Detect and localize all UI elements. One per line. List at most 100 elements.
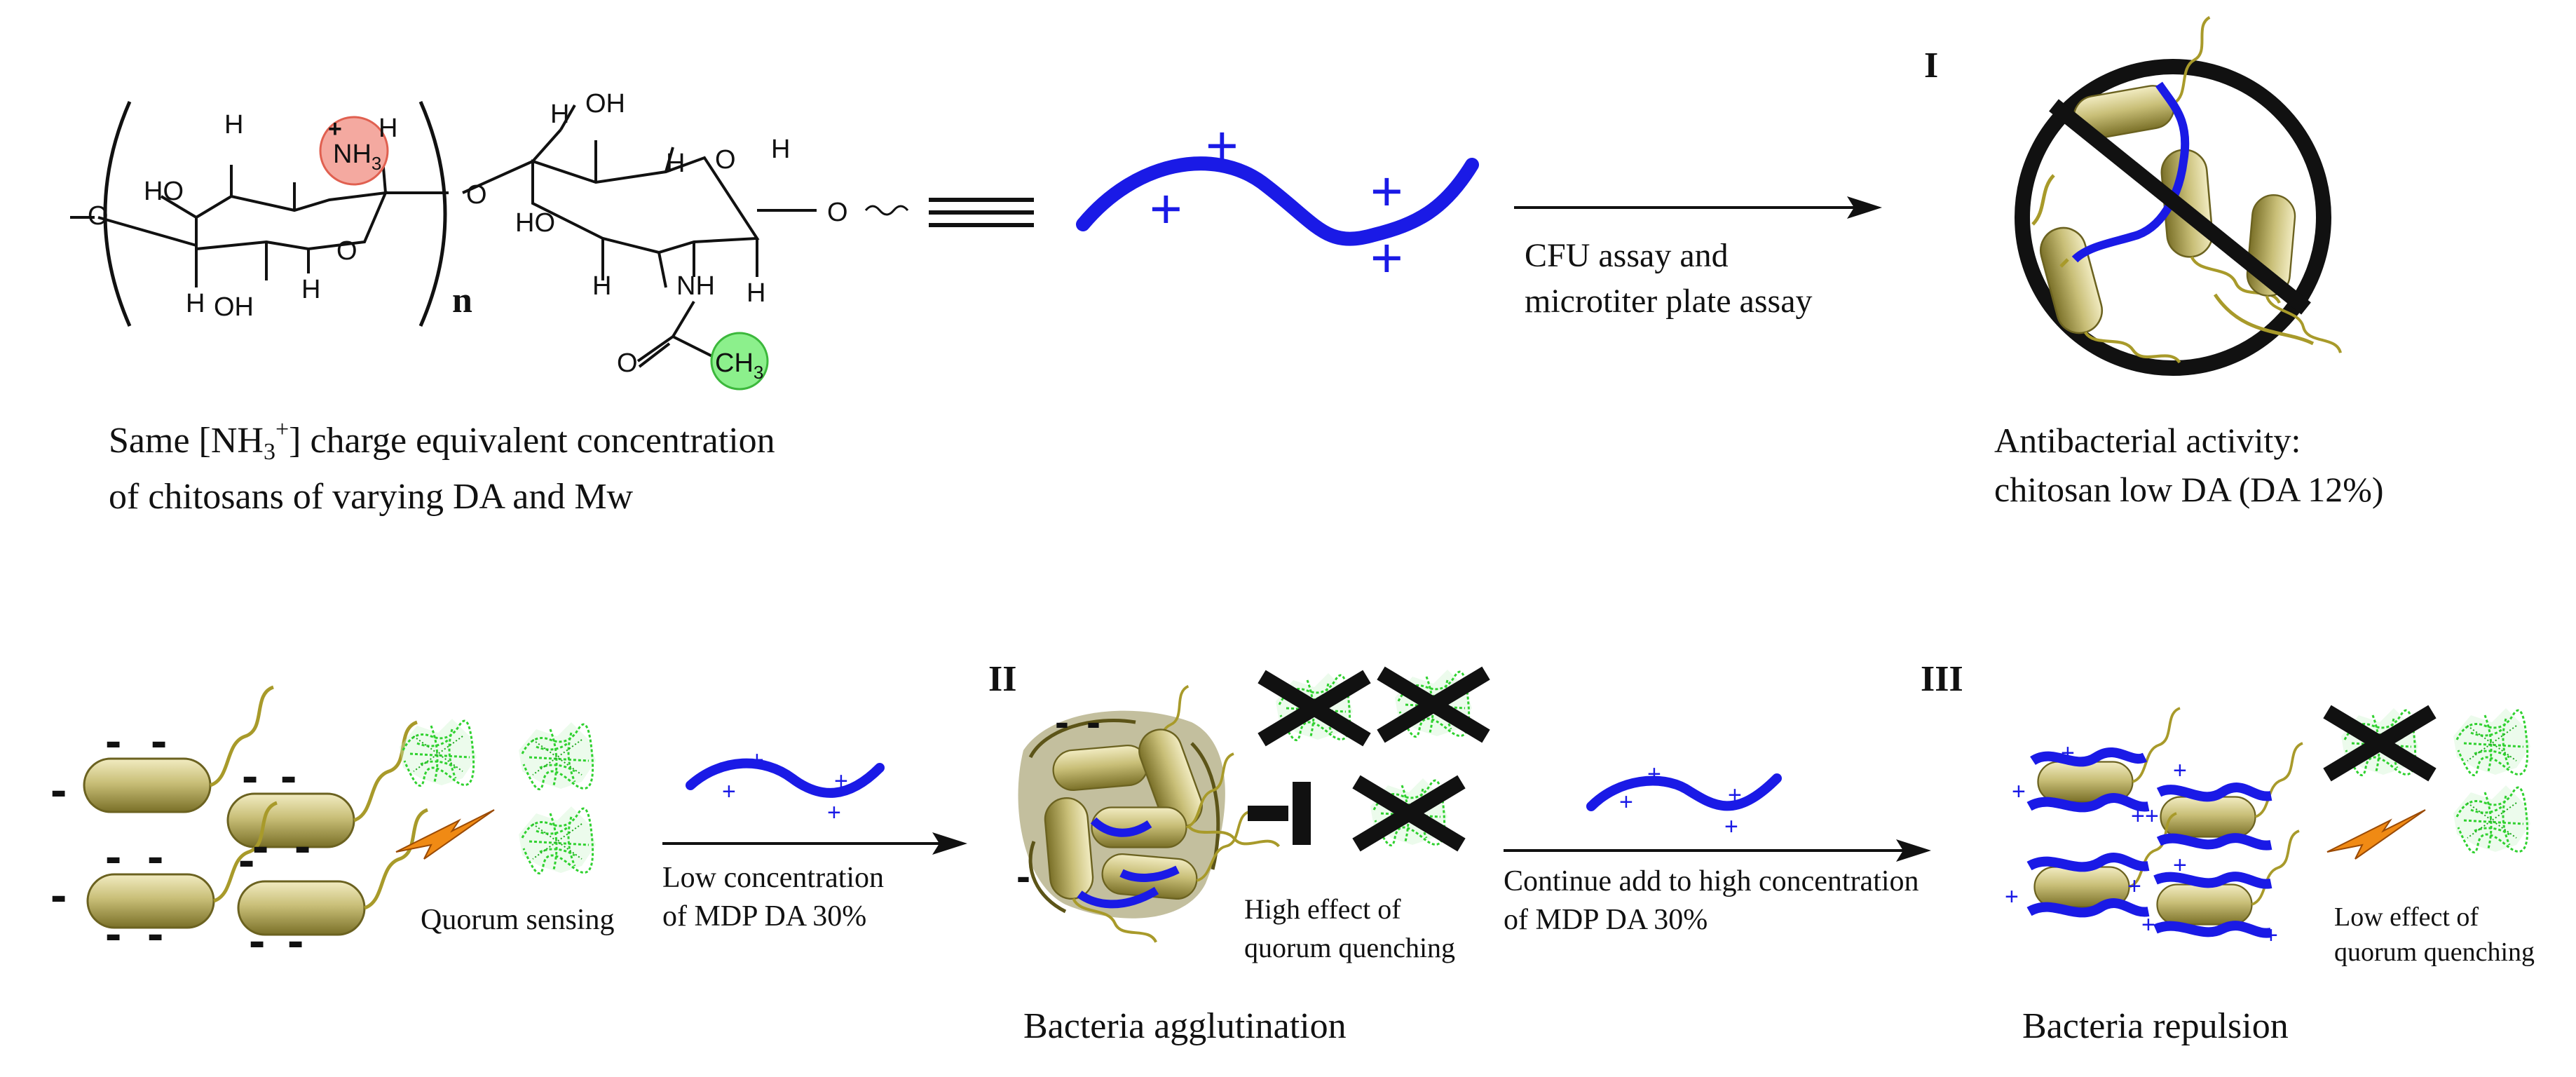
panel-I-caption-line2: chitosan low DA (DA 12%) — [1994, 470, 2384, 509]
ho-label: HO — [515, 208, 555, 238]
minus-sign: - — [147, 829, 163, 883]
assay-label-line1: CFU assay and — [1525, 237, 1729, 274]
minus-sign: - — [105, 713, 121, 768]
minus-sign: - — [105, 906, 121, 961]
lightning-icon — [2326, 809, 2426, 860]
plus-sign: + — [2131, 803, 2145, 829]
plus-sign: + — [722, 778, 736, 805]
plus-sign: + — [750, 747, 764, 773]
plus-sign: + — [2141, 912, 2155, 938]
minus-sign: - — [151, 713, 167, 768]
protein-icon — [517, 721, 597, 791]
minus-sign: - — [238, 832, 254, 887]
minus-sign: - — [252, 818, 268, 873]
protein-icon — [517, 805, 597, 875]
minus-sign: - — [242, 748, 258, 803]
plus-sign: + — [1647, 761, 1661, 787]
assay-label-line2: microtiter plate assay — [1525, 283, 1813, 320]
h-label: H — [771, 135, 790, 164]
nh3-label: NH3 — [333, 140, 381, 174]
panel-I-numeral: I — [1924, 46, 1938, 86]
signals-partially-quenched-group — [2326, 708, 2532, 860]
o-label: O — [336, 236, 357, 266]
minus-sign: - — [50, 867, 67, 922]
plus-sign: + — [2012, 778, 2026, 805]
minus-sign: - — [105, 829, 121, 883]
h-label: H — [224, 110, 243, 140]
plus-sign: + — [1150, 177, 1183, 240]
panel-III-effect-line2: quorum quenching — [2334, 937, 2535, 967]
low-concentration-arrow — [662, 832, 967, 855]
nh3-highlight — [319, 116, 389, 186]
free-bacteria-group: - - - - - - - - - - - - - - - — [50, 687, 428, 968]
minus-sign: - — [1055, 698, 1069, 745]
panel-III-numeral: III — [1921, 659, 1963, 699]
repelled-bacteria-group: + + + + + + + + + + — [2005, 707, 2304, 949]
minus-sign: - — [1016, 853, 1030, 900]
high-concentration-chain-icon: + + + + — [1586, 761, 1782, 840]
charge-label-line2: of chitosans of varying DA and Mw — [109, 477, 634, 517]
plus-sign: + — [1370, 160, 1403, 222]
panel-II-numeral: II — [988, 659, 1016, 699]
plus-sign: + — [2127, 873, 2141, 900]
h-label: H — [747, 278, 765, 308]
quorum-sensing-label: Quorum sensing — [421, 904, 615, 936]
h-label: H — [301, 275, 320, 304]
low-concentration-label-line1: Low concentration — [662, 862, 884, 894]
panel-III-effect-line1: Low effect of — [2334, 902, 2479, 932]
panel-II-caption: Bacteria agglutination — [1023, 1006, 1347, 1046]
minus-sign: - — [294, 818, 311, 873]
charge-label-line1: Same [NH3+] charge equivalent concentrat… — [109, 416, 775, 465]
h-label: H — [186, 289, 205, 318]
protein-icon — [2452, 784, 2532, 854]
minus-sign: - — [249, 913, 265, 968]
panel-I-inhibited-bacteria — [2015, 18, 2354, 390]
nh3-charge: + — [328, 116, 342, 142]
minus-sign: - — [147, 906, 163, 961]
panel-III-caption: Bacteria repulsion — [2022, 1006, 2289, 1046]
minus-sign: - — [280, 748, 297, 803]
ch3-label: CH3 — [715, 348, 763, 383]
assay-arrow — [1514, 196, 1882, 219]
repeat-n: n — [452, 280, 472, 320]
o-label: O — [827, 198, 848, 227]
minus-sign: - — [50, 762, 67, 817]
o-label: O — [715, 145, 736, 175]
h-label: H — [379, 114, 397, 143]
ho-label: HO — [144, 177, 184, 206]
low-concentration-chain-icon: + + + + — [686, 747, 885, 826]
o-label: O — [466, 180, 487, 210]
oh-label: OH — [214, 292, 254, 322]
plus-sign: + — [1724, 813, 1738, 840]
equivalence-sign — [929, 198, 1034, 227]
panel-II-effect-line1: High effect of — [1244, 893, 1401, 925]
plus-sign: + — [2264, 922, 2278, 949]
plus-sign: + — [2061, 740, 2075, 766]
protein-icon — [398, 717, 478, 787]
chitosan-chain-icon: + + + + — [1076, 114, 1479, 289]
lightning-icon — [395, 809, 495, 860]
plus-sign: + — [1370, 226, 1403, 289]
o-label: O — [617, 348, 638, 378]
chitosan-structure: NH3 + CH3 HO HO OH OH H H H H H H H H H … — [70, 89, 909, 391]
high-concentration-label-line1: Continue add to high concentration — [1504, 865, 1919, 898]
panel-I-caption-line1: Antibacterial activity: — [1994, 421, 2301, 460]
h-label: H — [592, 271, 611, 301]
high-concentration-arrow — [1504, 839, 1931, 862]
high-concentration-label-line2: of MDP DA 30% — [1504, 904, 1708, 936]
plus-sign: + — [2173, 852, 2187, 879]
o-label: O — [88, 201, 109, 231]
plus-sign: + — [1619, 789, 1633, 815]
ch3-highlight — [710, 332, 769, 391]
nh-label: NH — [676, 271, 715, 301]
oh-label: OH — [585, 89, 625, 118]
plus-sign: + — [2005, 883, 2019, 910]
plus-sign: + — [1206, 114, 1239, 177]
agglutinated-bacteria-cluster: - - - — [1016, 684, 1279, 951]
minus-sign: - — [287, 913, 304, 968]
panel-II-effect-line2: quorum quenching — [1244, 932, 1455, 963]
signal-molecules-group — [395, 717, 597, 875]
inhibition-icon — [1248, 782, 1311, 845]
plus-sign: + — [834, 768, 848, 794]
